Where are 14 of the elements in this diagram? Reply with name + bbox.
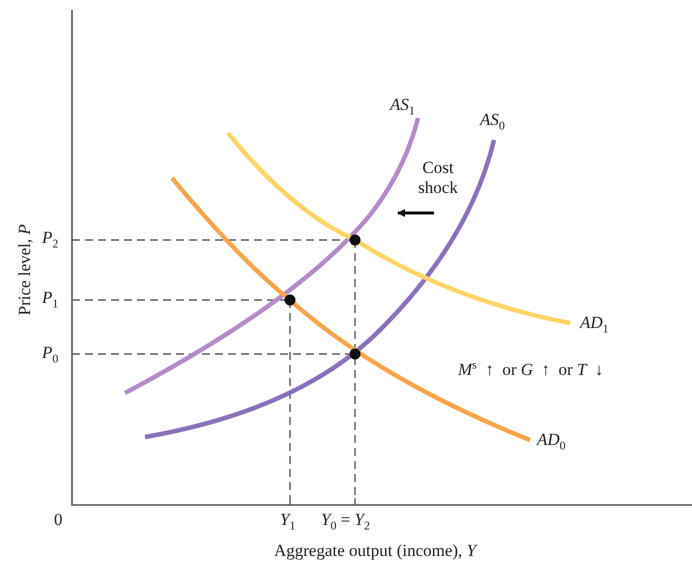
- tick-label: Y$_{1}$: [280, 510, 296, 530]
- axis-title: Price level, P: [15, 223, 35, 318]
- annotation: M$^{s}$ ↑ or G ↑ or T ↓: [458, 360, 604, 380]
- curve-label: AS$_{1}$: [390, 95, 415, 115]
- tick-label: P$_{2}$: [42, 228, 58, 248]
- annotation: Cost shock: [417, 158, 459, 198]
- curve-label: AD$_{0}$: [537, 430, 566, 450]
- axis-title: Aggregate output (income), Y: [272, 541, 478, 561]
- curve-label: AS$_{0}$: [480, 110, 505, 130]
- tick-label: Y$_{0}$ = Y$_{2}$: [321, 510, 370, 530]
- origin-label: 0: [54, 510, 62, 530]
- tick-label: P$_{0}$: [42, 343, 58, 363]
- curve-label: AD$_{1}$: [580, 313, 609, 333]
- tick-label: P$_{1}$: [42, 288, 58, 308]
